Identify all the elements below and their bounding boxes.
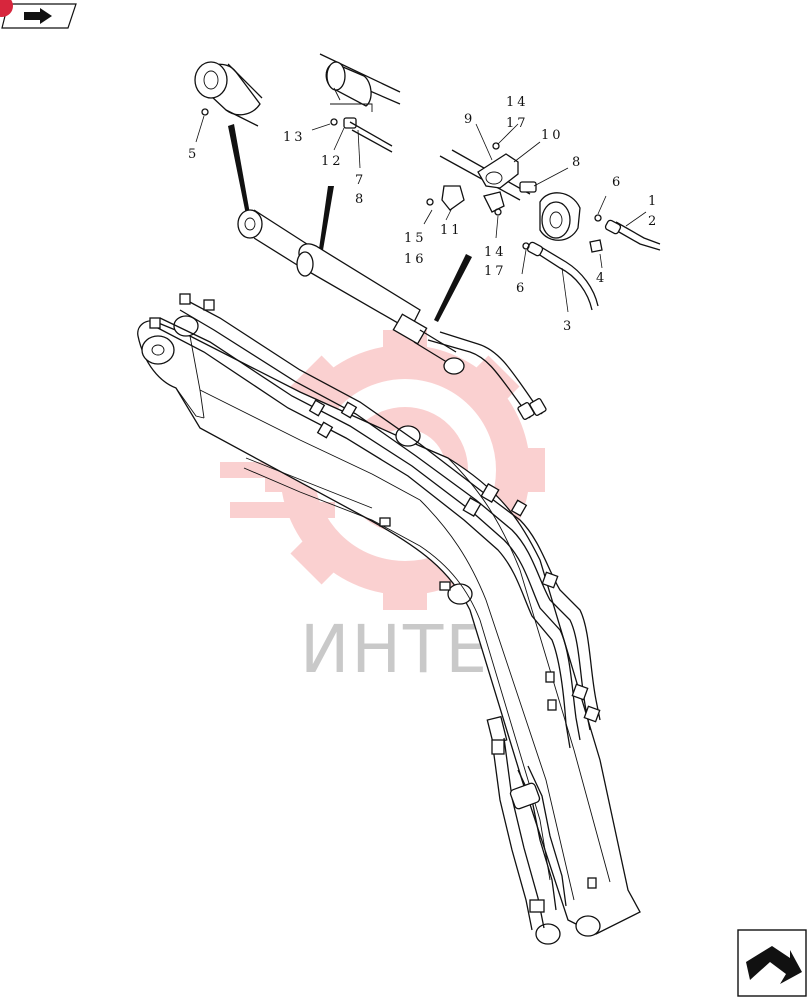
arrow-right-icon bbox=[24, 8, 52, 24]
callout-11: 11 bbox=[440, 223, 463, 238]
callout-13: 13 bbox=[283, 130, 306, 145]
callout-17a: 17 bbox=[506, 116, 529, 131]
cylinder-barrel-detail bbox=[311, 53, 401, 169]
callout-14b: 14 bbox=[484, 245, 507, 260]
callout-6a: 6 bbox=[612, 175, 623, 190]
callout-15: 15 bbox=[404, 231, 427, 246]
callout-3: 3 bbox=[563, 319, 574, 334]
clamp-and-hose-detail bbox=[423, 123, 661, 313]
callout-5: 5 bbox=[188, 147, 199, 162]
callout-2: 2 bbox=[648, 214, 659, 229]
detail-pointers bbox=[228, 124, 472, 322]
boom-structure bbox=[137, 315, 641, 945]
cylinder-rod-eye-detail bbox=[194, 61, 263, 143]
callout-4: 4 bbox=[596, 271, 607, 286]
callout-14a: 14 bbox=[506, 95, 529, 110]
arrow-down-icon bbox=[746, 946, 802, 984]
callout-9: 9 bbox=[464, 112, 475, 127]
callout-8b: 8 bbox=[572, 155, 583, 170]
arm-cylinder bbox=[237, 209, 547, 420]
callout-16: 16 bbox=[404, 252, 427, 267]
callout-7: 7 bbox=[355, 173, 366, 188]
callout-6b: 6 bbox=[516, 281, 527, 296]
hydraulic-lines bbox=[149, 293, 601, 931]
badge-icon bbox=[0, 0, 13, 17]
callout-1: 1 bbox=[648, 194, 659, 209]
prev-page-button[interactable] bbox=[0, 0, 77, 29]
callout-12: 12 bbox=[321, 154, 344, 169]
callout-17b: 17 bbox=[484, 264, 507, 279]
callout-10: 10 bbox=[541, 128, 564, 143]
callout-8a: 8 bbox=[355, 192, 366, 207]
next-page-button[interactable] bbox=[737, 929, 807, 997]
